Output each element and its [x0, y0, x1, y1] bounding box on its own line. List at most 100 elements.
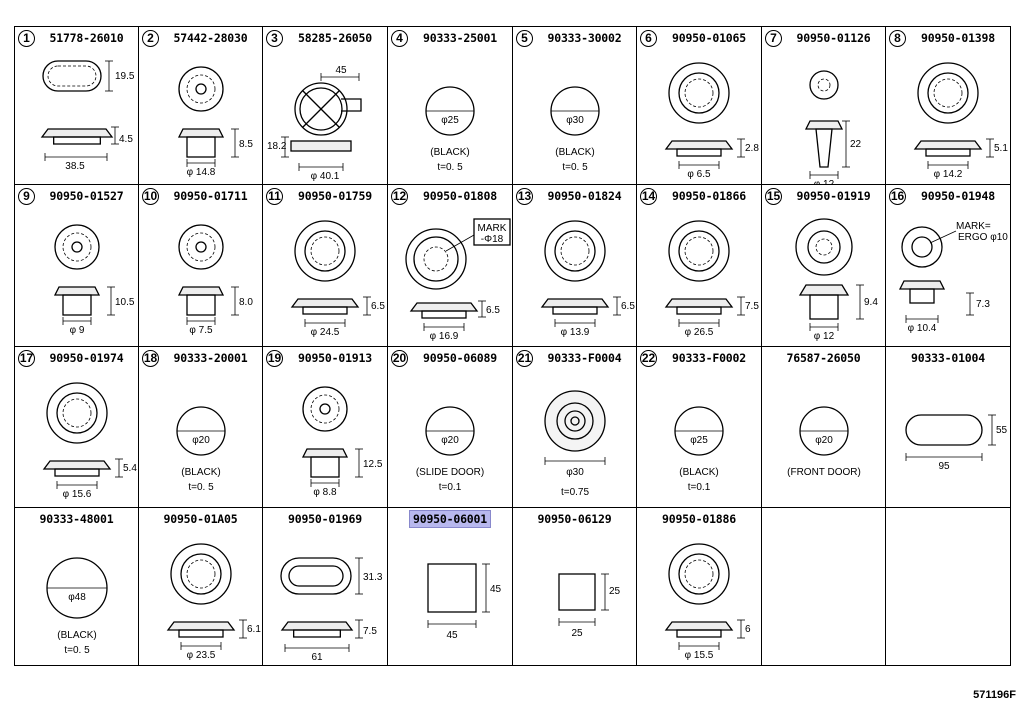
part-number-text[interactable]: 58285-26050 [298, 31, 372, 45]
part-number[interactable]: 90333-30002 [533, 31, 636, 45]
part-number-text[interactable]: 90950-01065 [672, 31, 746, 45]
part-number-text[interactable]: 90950-01866 [672, 189, 746, 203]
part-number-text[interactable]: 90950-01711 [173, 189, 248, 203]
part-number-text[interactable]: 90950-01527 [49, 189, 124, 203]
pill-outline [905, 414, 983, 446]
part-number[interactable]: 90950-01A05 [139, 512, 262, 526]
part-figure: 22φ 12 [804, 70, 862, 184]
part-figure: 6.1φ 23.5 [166, 543, 261, 661]
part-number-text[interactable]: 90333-F0004 [547, 351, 622, 365]
part-number-text[interactable]: 90950-01974 [49, 351, 124, 365]
part-figure: 8.5φ 14.8 [177, 66, 253, 178]
part-number-text[interactable]: 90950-01948 [921, 189, 995, 203]
dim-height: 7.3 [976, 299, 990, 310]
part-number[interactable]: 51778-26010 [35, 31, 138, 45]
part-number-text[interactable]: 90950-01969 [288, 512, 362, 526]
part-cell-90333-25001: 4 90333-25001 φ25(BLACK)t=0. 5 [388, 27, 513, 185]
part-number-text[interactable]: 90333-30002 [547, 31, 622, 45]
part-drawing: 8.0φ 7.5 [177, 224, 253, 336]
callout-number-badge: 14 [640, 187, 657, 205]
part-number-text[interactable]: 90950-01759 [298, 189, 372, 203]
part-number[interactable]: 90950-01759 [283, 189, 387, 203]
part-number[interactable]: 90950-06001 [388, 510, 512, 528]
note-thickness: t=0. 5 [437, 162, 463, 173]
part-number[interactable]: 90950-01808 [408, 189, 512, 203]
part-number[interactable]: 90950-01886 [637, 512, 761, 526]
note-thickness: t=0.1 [688, 482, 711, 493]
dim-height: 6.5 [371, 301, 385, 312]
part-figure: 5.1φ 14.2 [913, 62, 1008, 180]
part-number-text[interactable]: 90333-48001 [39, 512, 114, 526]
part-number[interactable]: 90950-01948 [906, 189, 1010, 203]
part-number-text[interactable]: 90950-01913 [298, 351, 372, 365]
callout-number-badge: 18 [142, 349, 159, 367]
part-number-text[interactable]: 90950-01919 [796, 189, 871, 203]
part-number[interactable]: 90333-20001 [159, 351, 262, 365]
cell-header: 90333-01004 [886, 347, 1010, 369]
part-number[interactable]: 90950-01969 [263, 512, 387, 526]
part-number[interactable]: 76587-26050 [762, 351, 885, 365]
part-number-text[interactable]: 90333-F0002 [672, 351, 746, 365]
callout-number-badge: 20 [391, 349, 408, 367]
part-number-text[interactable]: 90950-06001 [409, 510, 491, 528]
part-number[interactable]: 90950-01913 [283, 351, 387, 365]
part-number-text[interactable]: 90950-01808 [423, 189, 497, 203]
part-number[interactable]: 58285-26050 [283, 31, 387, 45]
part-number[interactable]: 90333-F0002 [657, 351, 761, 365]
cell-header: 90950-06129 [513, 508, 636, 530]
part-number-text[interactable]: 90950-01824 [547, 189, 622, 203]
part-drawing: 12.5φ 8.8 [301, 386, 383, 498]
part-number-text[interactable]: 90950-01886 [662, 512, 736, 526]
part-number[interactable]: 90333-48001 [15, 512, 138, 526]
part-number[interactable]: 90950-01974 [35, 351, 138, 365]
part-number-text[interactable]: 76587-26050 [786, 351, 861, 365]
part-number[interactable]: 90333-F0004 [533, 351, 636, 365]
cell-header: 4 90333-25001 [388, 27, 512, 49]
part-number[interactable]: 90950-01824 [533, 189, 636, 203]
part-number-text[interactable]: 90333-25001 [423, 31, 497, 45]
dim-height: 5.1 [994, 143, 1008, 154]
part-number-text[interactable]: 90333-20001 [173, 351, 248, 365]
part-number[interactable]: 90950-01711 [159, 189, 262, 203]
part-number-text[interactable]: 90950-06089 [423, 351, 497, 365]
part-number-text[interactable]: 90950-06129 [537, 512, 612, 526]
part-number-text[interactable]: 90950-01398 [921, 31, 995, 45]
callout-number-badge: 2 [142, 29, 159, 47]
part-number-text[interactable]: 90333-01004 [911, 351, 985, 365]
part-number[interactable]: 90950-01527 [35, 189, 138, 203]
part-number[interactable]: 90950-01398 [906, 31, 1010, 45]
part-number[interactable]: 90950-01126 [782, 31, 885, 45]
part-number[interactable]: 90950-01065 [657, 31, 761, 45]
part-number-text[interactable]: 57442-28030 [173, 31, 248, 45]
part-number[interactable]: 90950-06129 [513, 512, 636, 526]
part-number[interactable]: 90950-01919 [782, 189, 885, 203]
part-number[interactable]: 90950-01866 [657, 189, 761, 203]
top-view-outer [809, 70, 839, 100]
part-number[interactable]: 90950-06089 [408, 351, 512, 365]
callout-number-badge: 13 [516, 187, 533, 205]
part-number[interactable]: 57442-28030 [159, 31, 262, 45]
dim-diameter: φ 23.5 [187, 650, 216, 661]
part-number-text[interactable]: 51778-26010 [49, 31, 124, 45]
part-number-text[interactable]: 90950-01A05 [163, 512, 238, 526]
part-figure: φ20(SLIDE DOOR)t=0.1 [416, 406, 484, 493]
part-number[interactable]: 90333-25001 [408, 31, 512, 45]
part-number-text[interactable]: 90950-01126 [796, 31, 871, 45]
side-view [177, 128, 225, 138]
part-figure: φ25(BLACK)t=0. 5 [425, 86, 475, 173]
part-drawing: 9.4φ 12 [795, 218, 878, 342]
callout-number-badge: 4 [391, 29, 408, 47]
dim-height: 55 [996, 425, 1008, 436]
part-number[interactable]: 90333-01004 [886, 351, 1010, 365]
